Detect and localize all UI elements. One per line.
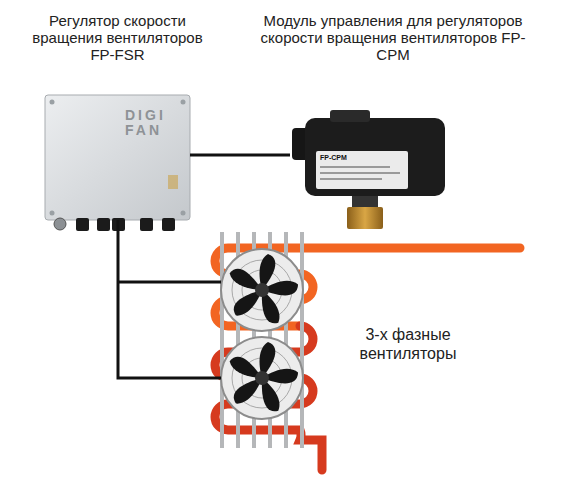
control-module [292, 110, 445, 229]
controller-housing [45, 95, 190, 231]
module-body [305, 118, 445, 196]
fan-blades [227, 342, 300, 415]
fan [221, 249, 303, 331]
screw [181, 211, 186, 216]
module-cap [330, 110, 370, 122]
model-plate: FP-CPM [320, 154, 380, 162]
housing-body [45, 95, 190, 220]
controller-box: Регулятор скорости вращения вентиляторов… [45, 95, 190, 220]
plate-line [320, 172, 400, 174]
cold-tube [215, 326, 322, 470]
wire [190, 154, 290, 157]
plate-line [320, 178, 382, 180]
fan-hub [255, 283, 269, 297]
wire [118, 220, 221, 378]
fan-hub [255, 371, 269, 385]
fan-label: 3-х фазные вентиляторы [352, 325, 464, 363]
coil-tubes [215, 248, 520, 470]
brass-fitting [347, 207, 383, 229]
cable-gland [140, 218, 153, 231]
fan-guard [221, 337, 303, 419]
fan-guard [221, 249, 303, 331]
module-box: Модуль управления для регуляторов скорос… [290, 105, 450, 233]
fan [221, 337, 303, 419]
wire-branch [118, 281, 221, 284]
fin [220, 232, 224, 448]
module-plate [316, 151, 408, 189]
cable-gland [97, 218, 110, 231]
device-heading: Регулятор скорости вращения вентиляторов… [20, 12, 215, 63]
cable-gland [162, 218, 175, 231]
fan-blades [227, 254, 300, 327]
brand-logo: DIGI FAN [125, 108, 187, 138]
screw [181, 100, 186, 105]
screw [50, 100, 55, 105]
coil-fins [222, 232, 302, 448]
connector-plug [54, 218, 66, 230]
cable-gland [76, 218, 89, 231]
module-neck [352, 196, 378, 208]
screw [50, 211, 55, 216]
badge [168, 175, 178, 189]
plate-line [320, 166, 390, 168]
fan-unit: 3-х фазные вентиляторы [219, 236, 307, 436]
device-heading: Модуль управления для регуляторов скорос… [258, 12, 528, 63]
fin [300, 232, 304, 448]
